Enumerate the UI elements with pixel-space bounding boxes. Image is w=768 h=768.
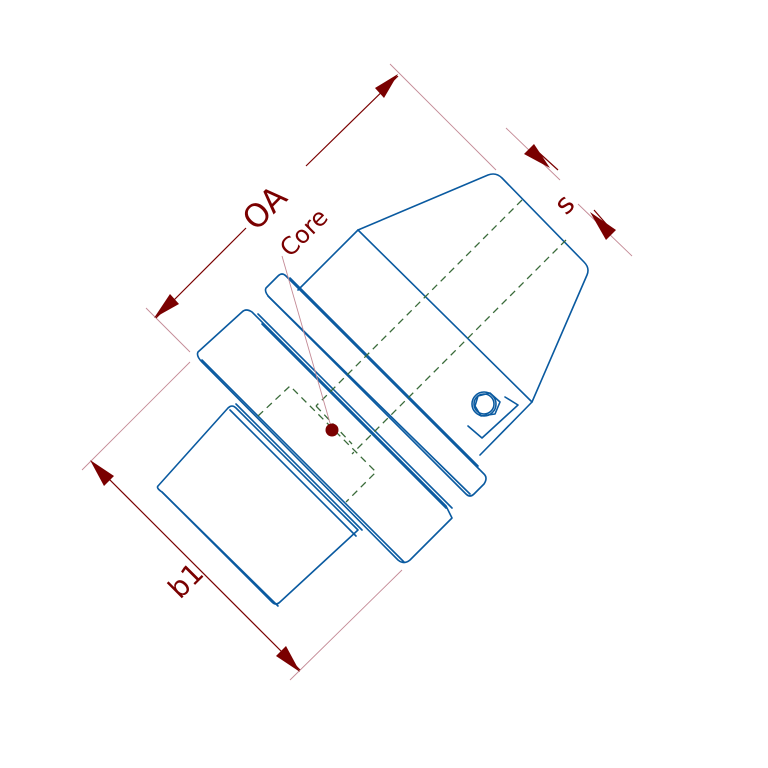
s-label: s [548, 187, 582, 221]
flange-groove-2 [261, 323, 447, 509]
b1-arrow-bottom [276, 646, 300, 672]
s-arrow-2 [590, 212, 616, 240]
core-point-dot [325, 423, 339, 437]
dimension-b1 [81, 361, 403, 681]
collar-ring-top-line [289, 277, 479, 467]
shank-face-line [161, 491, 279, 607]
holder-nose-left-edge [297, 229, 359, 291]
b1-extension-top [81, 361, 191, 471]
oa-extension-top [389, 63, 497, 171]
b1-dimension-line [91, 461, 301, 671]
tool-holder-body [156, 173, 589, 607]
s-arrow-1 [524, 144, 550, 168]
b1-arrow-top [90, 460, 114, 486]
holder-nose-diagonal [357, 229, 533, 403]
dimension-oa [145, 63, 497, 353]
flange-groove-1 [257, 313, 453, 509]
collar-ring [264, 273, 487, 497]
oa-extension-bottom [145, 307, 191, 353]
holder-nose-outline [357, 173, 589, 456]
core-point-marker [281, 255, 339, 437]
bore-hidden-line-1 [315, 199, 523, 407]
oa-arrow-top [375, 74, 398, 98]
oa-label: OA [235, 178, 295, 238]
b1-extension-bottom [289, 569, 403, 681]
bore-hidden-line-2 [351, 239, 567, 455]
dimension-s [505, 127, 633, 257]
shank-outline [156, 405, 359, 605]
core-leader-line [281, 255, 333, 431]
bore-hidden-pocket [257, 385, 377, 503]
flange-outline [196, 309, 453, 564]
b1-label: b1 [162, 556, 211, 605]
flange-face-line [201, 359, 405, 563]
shank-step-line-1 [235, 403, 363, 531]
clamping-screw-icon [467, 391, 519, 439]
collar-ring-inner [267, 295, 471, 495]
shank-step-line-2 [229, 409, 357, 537]
oa-arrow-bottom [154, 294, 179, 318]
